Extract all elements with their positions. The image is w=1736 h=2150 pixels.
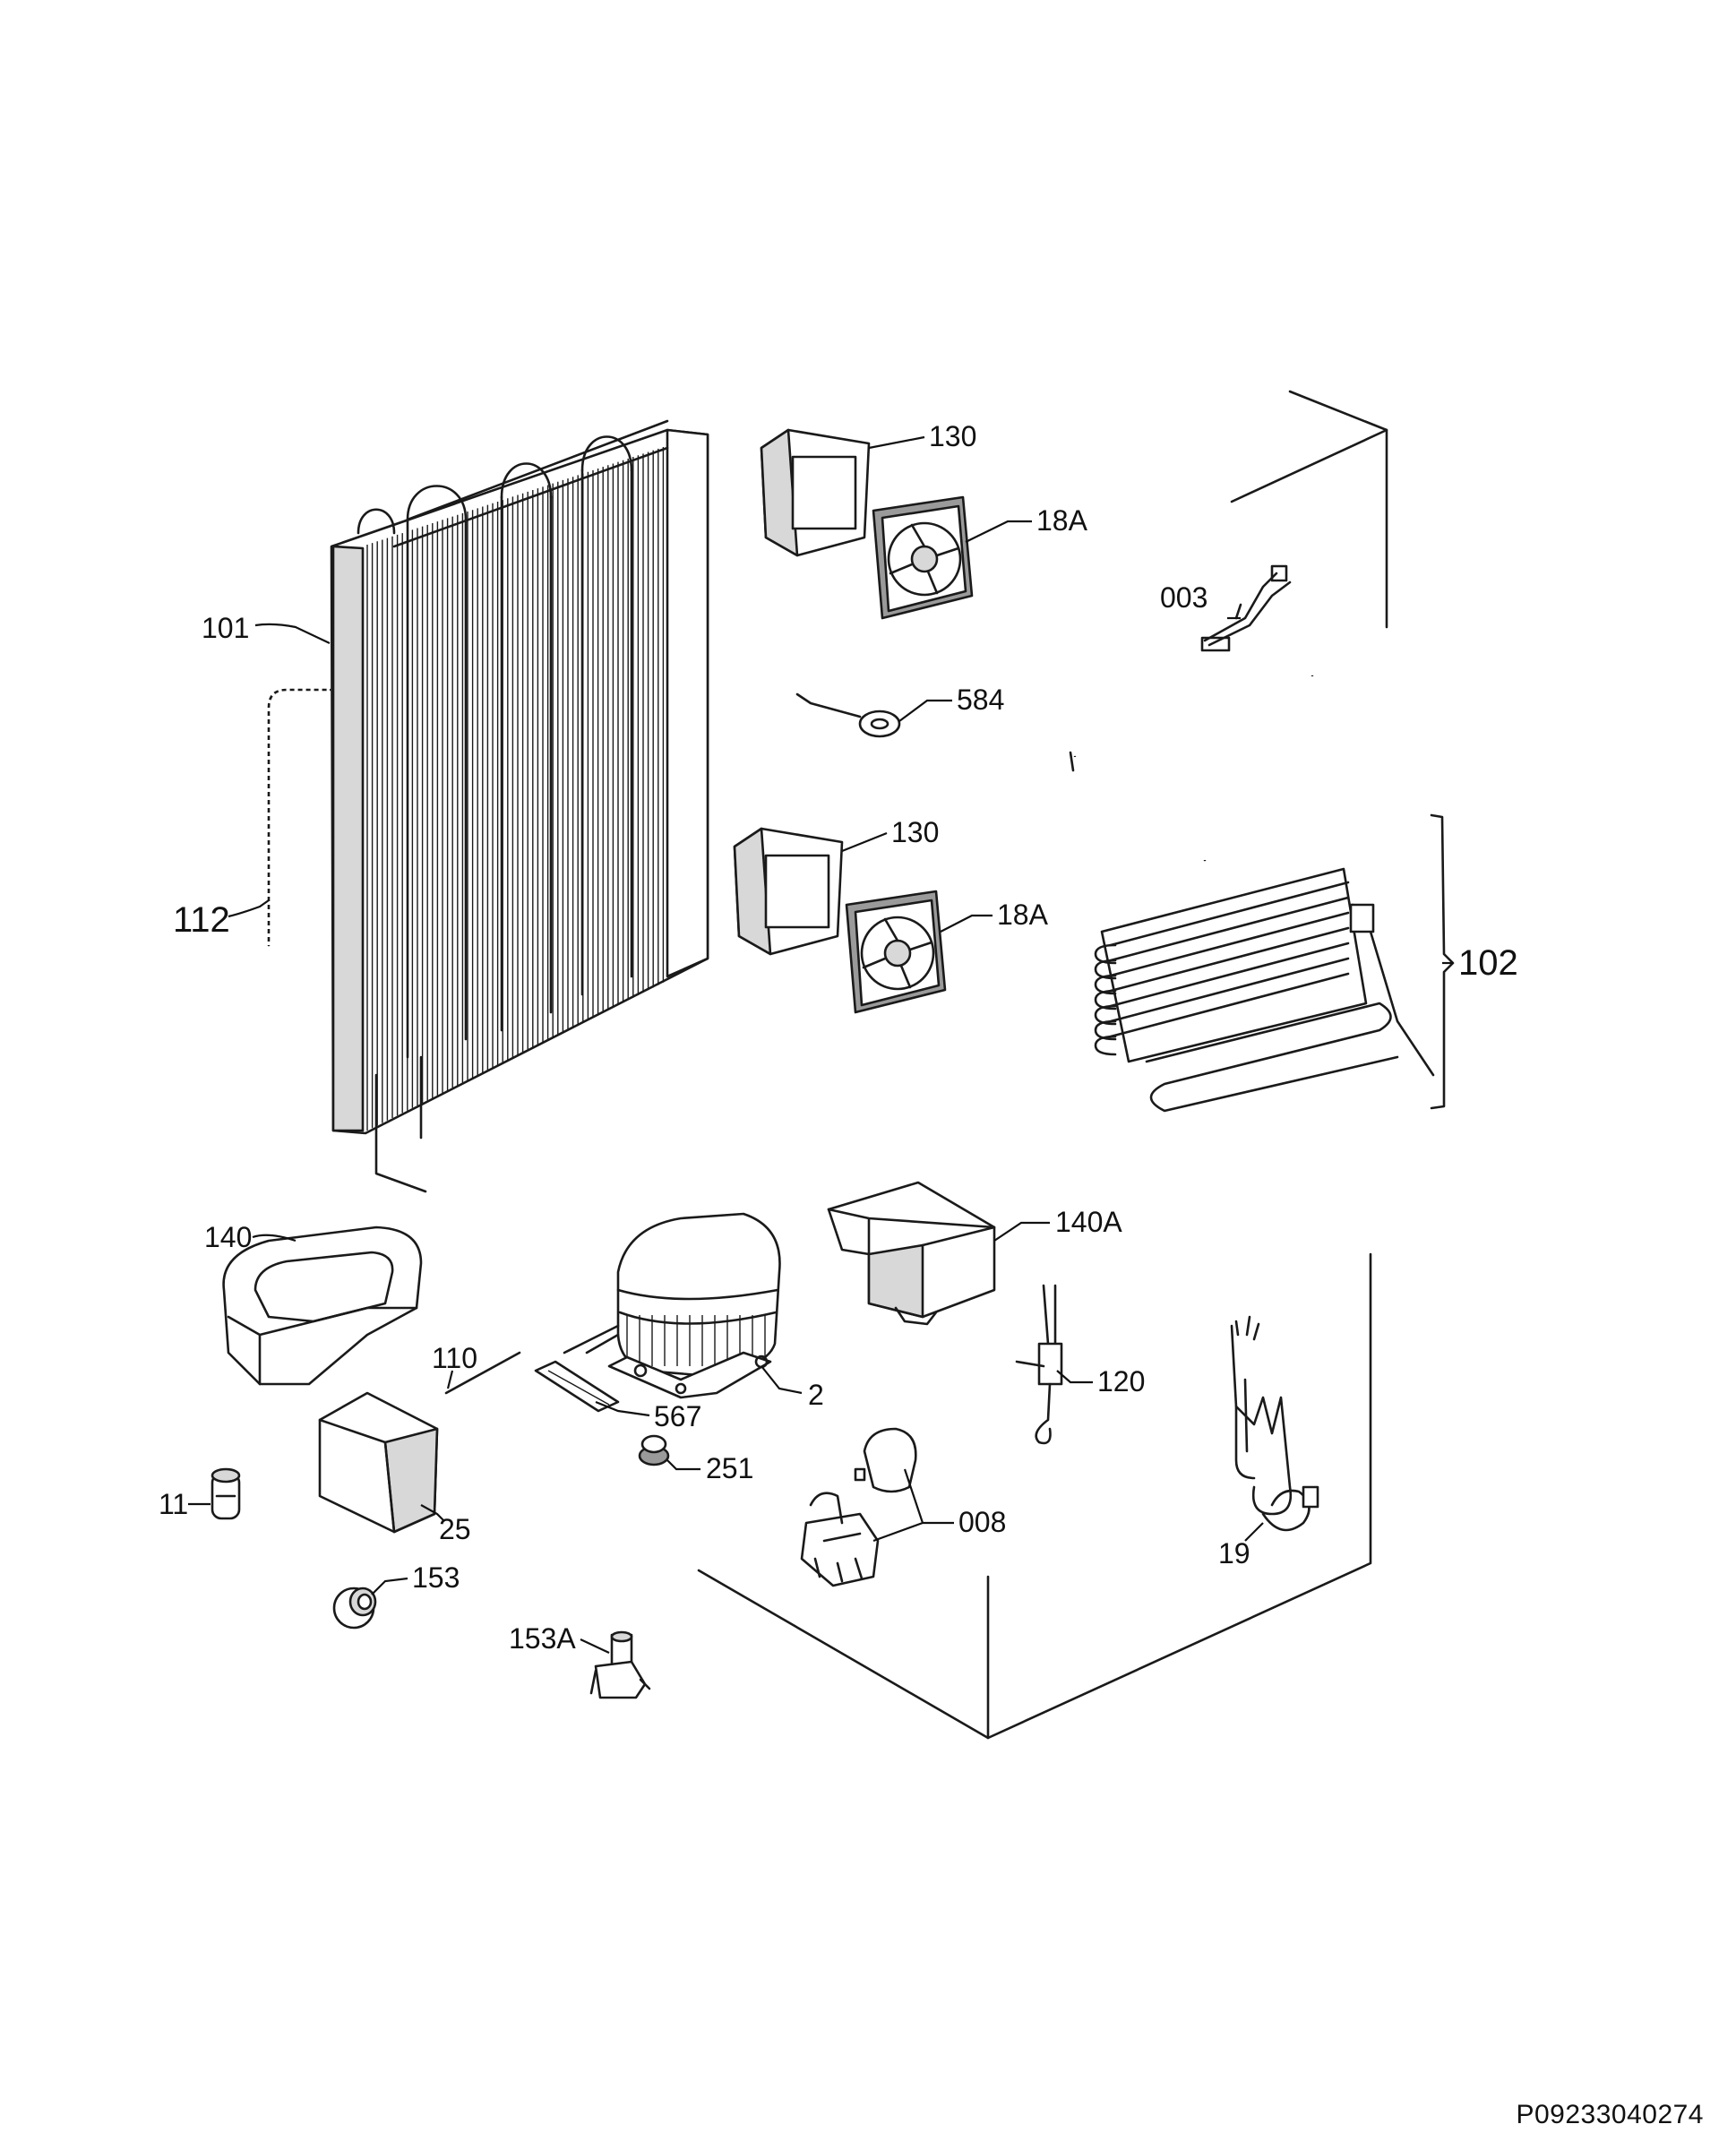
label-003: 003 bbox=[1160, 581, 1207, 614]
cover-140a bbox=[827, 1181, 996, 1326]
relay-box-25 bbox=[318, 1391, 439, 1534]
label-25: 25 bbox=[439, 1513, 471, 1545]
sensor-584 bbox=[795, 692, 901, 738]
fuse-120 bbox=[1015, 1284, 1063, 1445]
fan-18a-middle bbox=[845, 890, 947, 1014]
evaporator-tube bbox=[1109, 957, 1350, 1023]
drain-hose-112 bbox=[262, 683, 331, 947]
wire-harness-003 bbox=[1200, 564, 1292, 652]
evaporator-tube bbox=[1109, 926, 1350, 993]
capacitor-11 bbox=[211, 1467, 241, 1520]
label-153a: 153A bbox=[509, 1622, 576, 1655]
label-130-middle: 130 bbox=[891, 816, 939, 848]
starter-008 bbox=[800, 1427, 917, 1587]
evaporator-102 bbox=[1069, 675, 1455, 1113]
part-labels: 101 112 130 18A 003 584 130 18A 102 140 … bbox=[159, 420, 1518, 1655]
compressor-2 bbox=[563, 1212, 781, 1399]
evaporator-tube bbox=[1109, 972, 1350, 1038]
label-251: 251 bbox=[706, 1452, 753, 1484]
leader-lines bbox=[188, 435, 1453, 1654]
label-18a-upper: 18A bbox=[1036, 504, 1088, 537]
rod-110 bbox=[444, 1351, 521, 1395]
label-101: 101 bbox=[202, 612, 249, 644]
fan-18a-upper bbox=[872, 495, 974, 620]
bracket-567 bbox=[534, 1360, 620, 1413]
cabinet-outline bbox=[697, 390, 1388, 1740]
bushing-153 bbox=[332, 1587, 377, 1630]
label-153: 153 bbox=[412, 1561, 460, 1594]
label-140: 140 bbox=[204, 1221, 252, 1253]
valve-153a bbox=[589, 1630, 651, 1699]
drip-tray-140 bbox=[222, 1226, 423, 1386]
evaporator-tube bbox=[1109, 881, 1350, 947]
label-11: 11 bbox=[159, 1488, 188, 1520]
label-102: 102 bbox=[1458, 943, 1518, 983]
evaporator-bend bbox=[1094, 1035, 1117, 1056]
evaporator-tube bbox=[1109, 896, 1350, 962]
label-19: 19 bbox=[1218, 1537, 1250, 1570]
condenser-101 bbox=[330, 419, 709, 1193]
label-18a-middle: 18A bbox=[997, 899, 1049, 931]
evaporator-tube bbox=[1109, 911, 1350, 977]
label-2: 2 bbox=[808, 1379, 824, 1411]
label-130-upper: 130 bbox=[929, 420, 976, 452]
label-567: 567 bbox=[654, 1400, 701, 1432]
fan-shroud-130-middle bbox=[733, 827, 844, 956]
grommet-251 bbox=[638, 1434, 670, 1466]
label-008: 008 bbox=[958, 1506, 1006, 1538]
evaporator-tube bbox=[1109, 942, 1350, 1008]
fan-shroud-130-upper bbox=[760, 428, 871, 557]
label-112: 112 bbox=[173, 900, 230, 940]
heater-19 bbox=[1230, 1315, 1319, 1532]
label-584: 584 bbox=[957, 684, 1004, 716]
label-110: 110 bbox=[432, 1342, 477, 1374]
document-code: P09233040274 bbox=[1516, 2100, 1704, 2129]
label-140a: 140A bbox=[1055, 1206, 1122, 1238]
label-120: 120 bbox=[1097, 1365, 1145, 1398]
